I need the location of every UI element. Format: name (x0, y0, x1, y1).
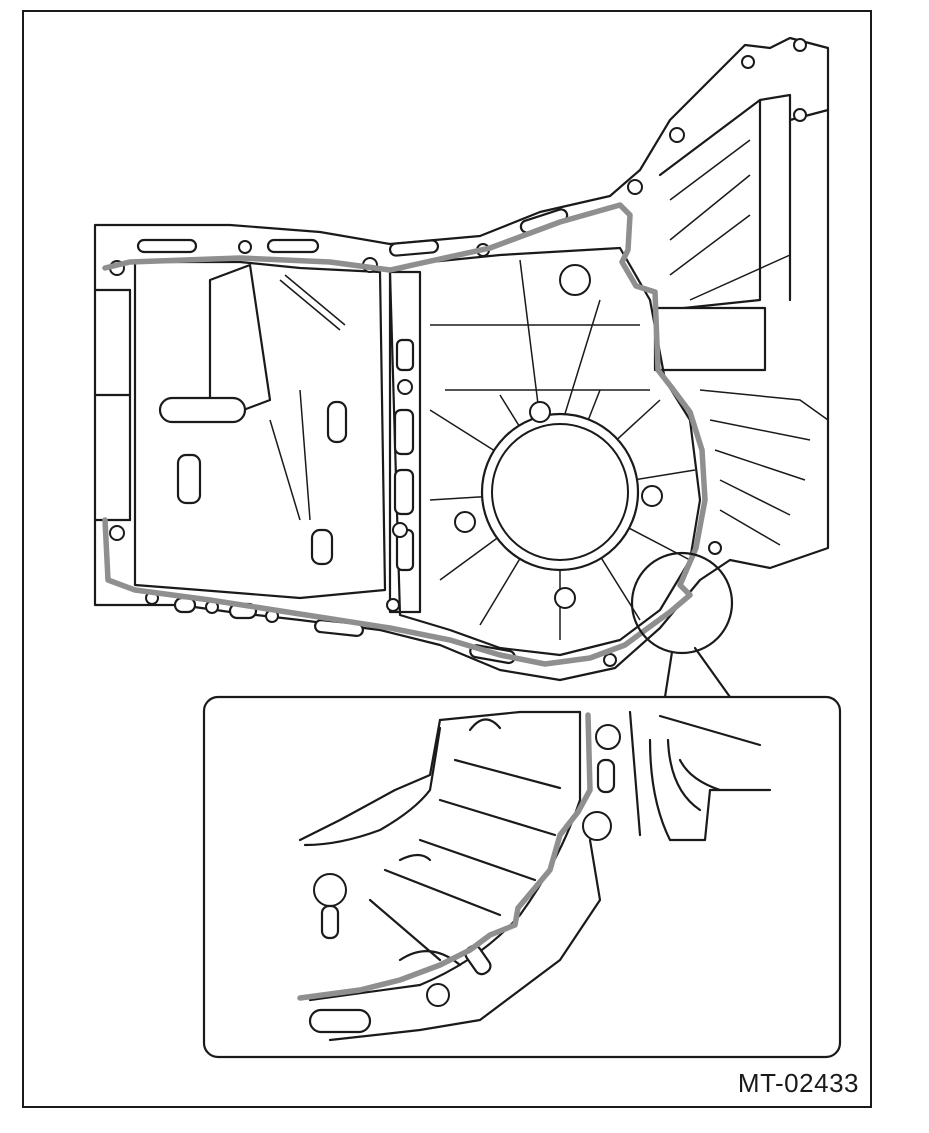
bearing-web (388, 246, 702, 657)
detail-box (202, 695, 842, 1059)
detail-view (202, 695, 842, 1059)
detail-sealant-bead (297, 712, 593, 1001)
bearing-bore-inner (491, 423, 629, 561)
sealant-bead (102, 202, 708, 667)
figure-frame (22, 10, 872, 1108)
figure-code: MT-02433 (737, 1068, 859, 1098)
detail-callout (630, 551, 734, 699)
left-chamber (133, 260, 387, 600)
